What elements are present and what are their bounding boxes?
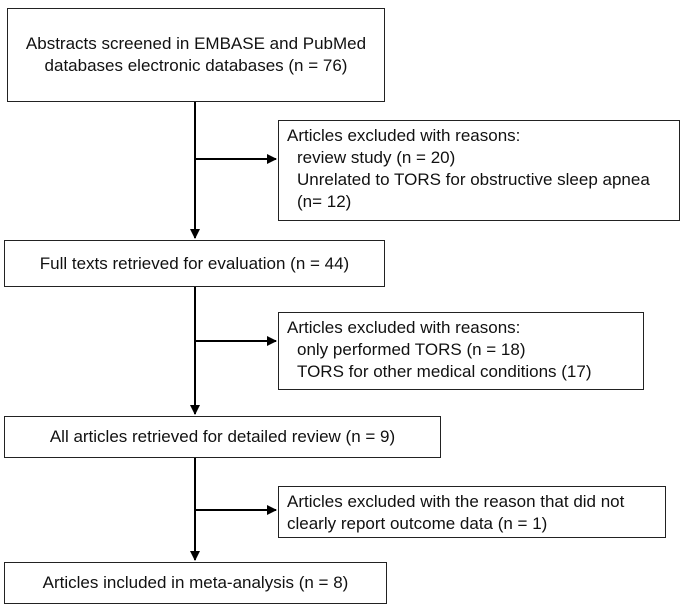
screened-line2: databases electronic databases (n = 76) (44, 56, 348, 75)
screened-line1: Abstracts screened in EMBASE and PubMed (25, 34, 367, 53)
excluded2-line2: TORS for other medical conditions (17) (297, 362, 592, 381)
excluded1-line1: review study (n = 20) (297, 148, 456, 167)
excluded-box-3: Articles excluded with the reason that d… (278, 486, 666, 538)
excluded1-line2: Unrelated to TORS for obstructive sleep … (297, 170, 650, 189)
excluded1-line3: (n= 12) (297, 192, 352, 211)
excluded-box-2: Articles excluded with reasons: only per… (278, 312, 644, 390)
included-text: Articles included in meta-analysis (n = … (42, 573, 349, 592)
excluded3-line1: Articles excluded with the reason that d… (287, 492, 625, 511)
excluded2-line1: only performed TORS (n = 18) (297, 340, 526, 359)
excluded2-header: Articles excluded with reasons: (287, 318, 521, 337)
excluded-box-1: Articles excluded with reasons: review s… (278, 120, 680, 221)
detailed-review-box: All articles retrieved for detailed revi… (4, 416, 441, 458)
excluded3-line2: clearly report outcome data (n = 1) (287, 514, 548, 533)
included-box: Articles included in meta-analysis (n = … (4, 562, 387, 604)
detailed-text: All articles retrieved for detailed revi… (49, 427, 396, 446)
fulltext-box: Full texts retrieved for evaluation (n =… (4, 240, 385, 287)
excluded1-header: Articles excluded with reasons: (287, 126, 521, 145)
fulltext-text: Full texts retrieved for evaluation (n =… (39, 253, 350, 273)
screened-box: Abstracts screened in EMBASE and PubMed … (7, 8, 385, 102)
